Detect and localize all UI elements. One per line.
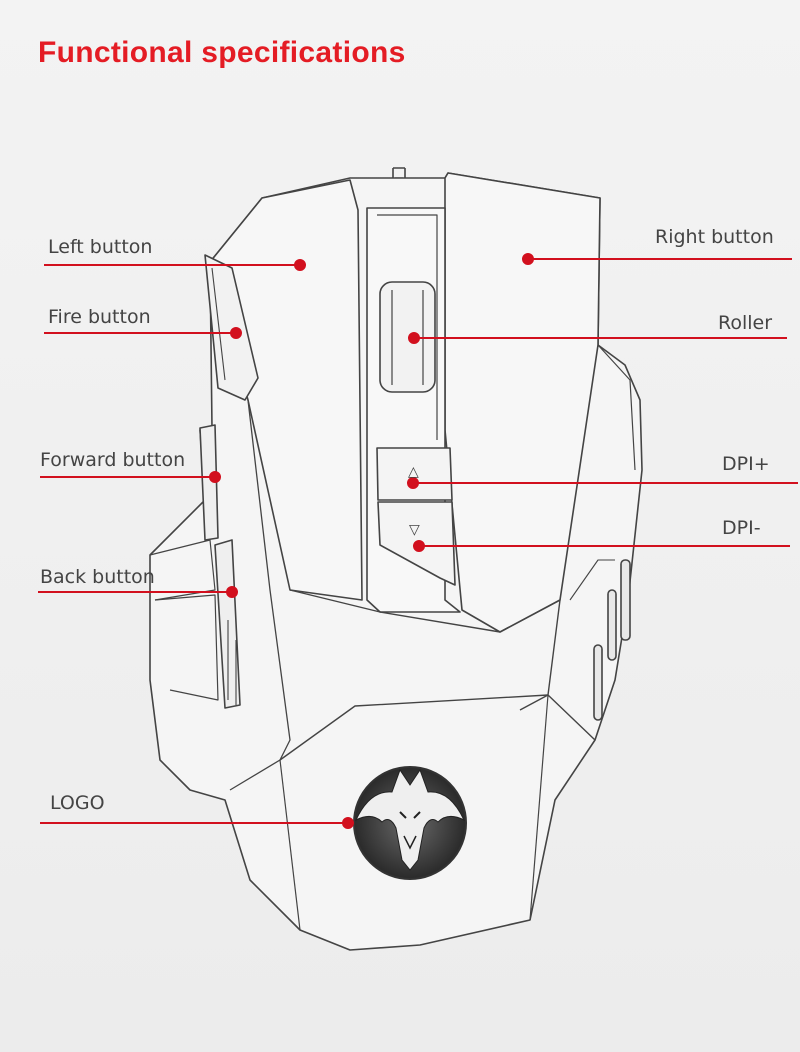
callout-right-button-dot bbox=[522, 253, 534, 265]
forward-button-shape[interactable] bbox=[199, 424, 219, 541]
page-title: Functional specifications bbox=[38, 36, 406, 69]
label-dpi-minus: DPI- bbox=[722, 517, 761, 539]
bat-emblem-icon bbox=[353, 766, 467, 880]
callout-forward-button-dot bbox=[209, 471, 221, 483]
callout-left-button-dot bbox=[294, 259, 306, 271]
right-vent-1 bbox=[620, 559, 631, 641]
label-left-button: Left button bbox=[48, 236, 153, 258]
dpi-down-arrow-icon: ▽ bbox=[409, 522, 420, 538]
label-right-button: Right button bbox=[655, 226, 774, 248]
dpi-plus-button[interactable] bbox=[376, 447, 453, 501]
mouse-outline bbox=[149, 167, 643, 951]
label-roller: Roller bbox=[718, 312, 773, 334]
callout-roller-dot bbox=[408, 332, 420, 344]
callout-logo-dot bbox=[342, 817, 354, 829]
dpi-up-arrow-icon: △ bbox=[408, 464, 419, 480]
callout-fire-button-dot bbox=[230, 327, 242, 339]
right-vent-2 bbox=[607, 589, 617, 661]
right-vent-3 bbox=[593, 644, 603, 721]
callout-back-button-dot bbox=[226, 586, 238, 598]
callout-dpi-minus-dot bbox=[413, 540, 425, 552]
label-logo: LOGO bbox=[50, 792, 105, 814]
callouts bbox=[38, 253, 798, 829]
label-dpi-plus: DPI+ bbox=[722, 453, 770, 475]
label-forward-button: Forward button bbox=[40, 449, 186, 471]
label-fire-button: Fire button bbox=[48, 306, 151, 328]
callout-dpi-plus-dot bbox=[407, 477, 419, 489]
label-back-button: Back button bbox=[40, 566, 155, 588]
